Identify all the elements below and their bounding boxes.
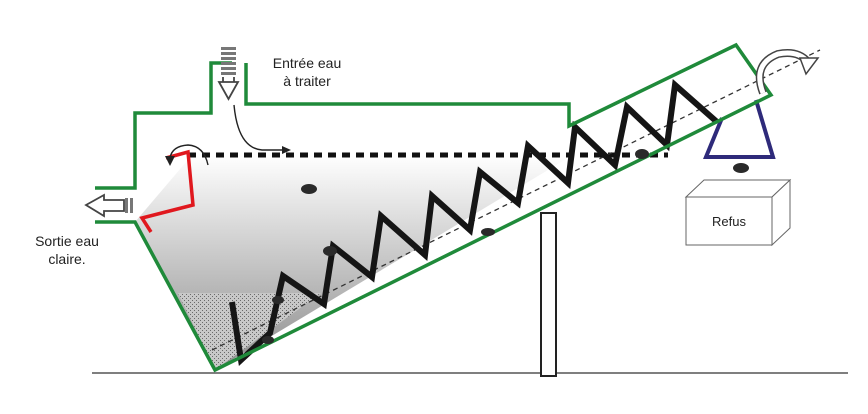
inflow-path-arrow: [233, 104, 282, 151]
inlet-label: Entrée eau à traiter: [252, 54, 362, 90]
outlet-label: Sortie eau claire.: [24, 232, 110, 268]
outlet-label-line2: claire.: [48, 251, 86, 267]
debris-particles: [262, 149, 749, 344]
curved-arrow-icon: [755, 49, 820, 95]
support-post: [540, 212, 557, 377]
reject-label: Refus: [712, 214, 746, 229]
hull-outline: [95, 42, 774, 373]
reject-box: [684, 178, 792, 247]
sludge-layer: [178, 293, 321, 370]
arrow-down-icon: [217, 47, 240, 101]
outlet-label-line1: Sortie eau: [35, 233, 99, 249]
inlet-label-line1: Entrée eau: [272, 55, 342, 71]
screw-flights: [229, 79, 719, 367]
overflow-weir: [139, 149, 195, 233]
hull-inlet-left: [95, 61, 232, 190]
arrow-left-icon: [84, 193, 133, 218]
inlet-label-line2: à traiter: [283, 73, 331, 89]
overflow-flow-arrow: [169, 144, 209, 166]
reject-hopper: [703, 99, 776, 159]
